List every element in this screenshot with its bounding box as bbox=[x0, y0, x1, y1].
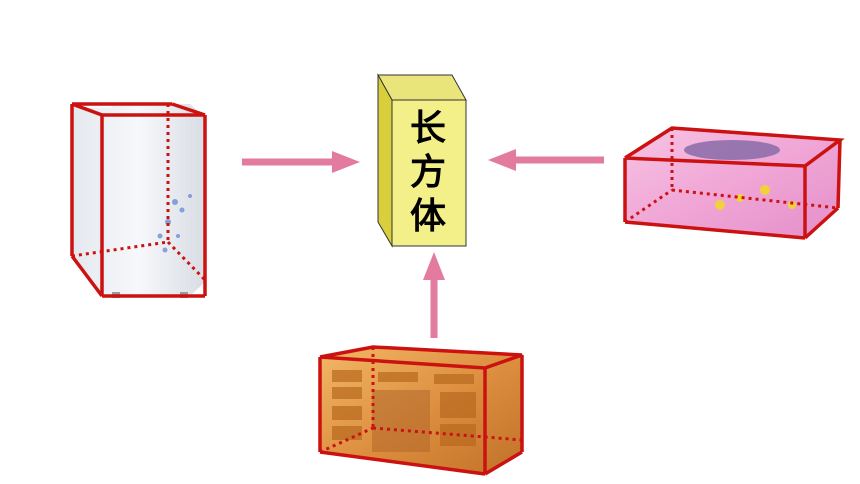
desk-icon bbox=[318, 345, 524, 476]
arrow-from-refrigerator bbox=[242, 151, 360, 173]
cuboid-label-char-2: 方 bbox=[409, 152, 446, 193]
refrigerator-icon bbox=[70, 100, 207, 298]
refrigerator-outline bbox=[70, 102, 207, 298]
arrow-from-desk bbox=[423, 252, 445, 338]
cuboid-block bbox=[377, 73, 467, 248]
tissue-box-outline bbox=[623, 126, 845, 240]
flower-decoration bbox=[157, 194, 192, 253]
cuboid-label: 长 方 体 bbox=[392, 100, 464, 246]
tissue-box-icon bbox=[623, 126, 845, 240]
flower-decoration bbox=[715, 185, 796, 210]
desk-outline bbox=[318, 345, 524, 476]
cuboid-label-char-1: 长 bbox=[409, 108, 446, 149]
arrow-from-tissue-box bbox=[488, 149, 604, 171]
desk-drawers bbox=[332, 370, 476, 446]
cuboid-label-char-3: 体 bbox=[409, 196, 446, 237]
